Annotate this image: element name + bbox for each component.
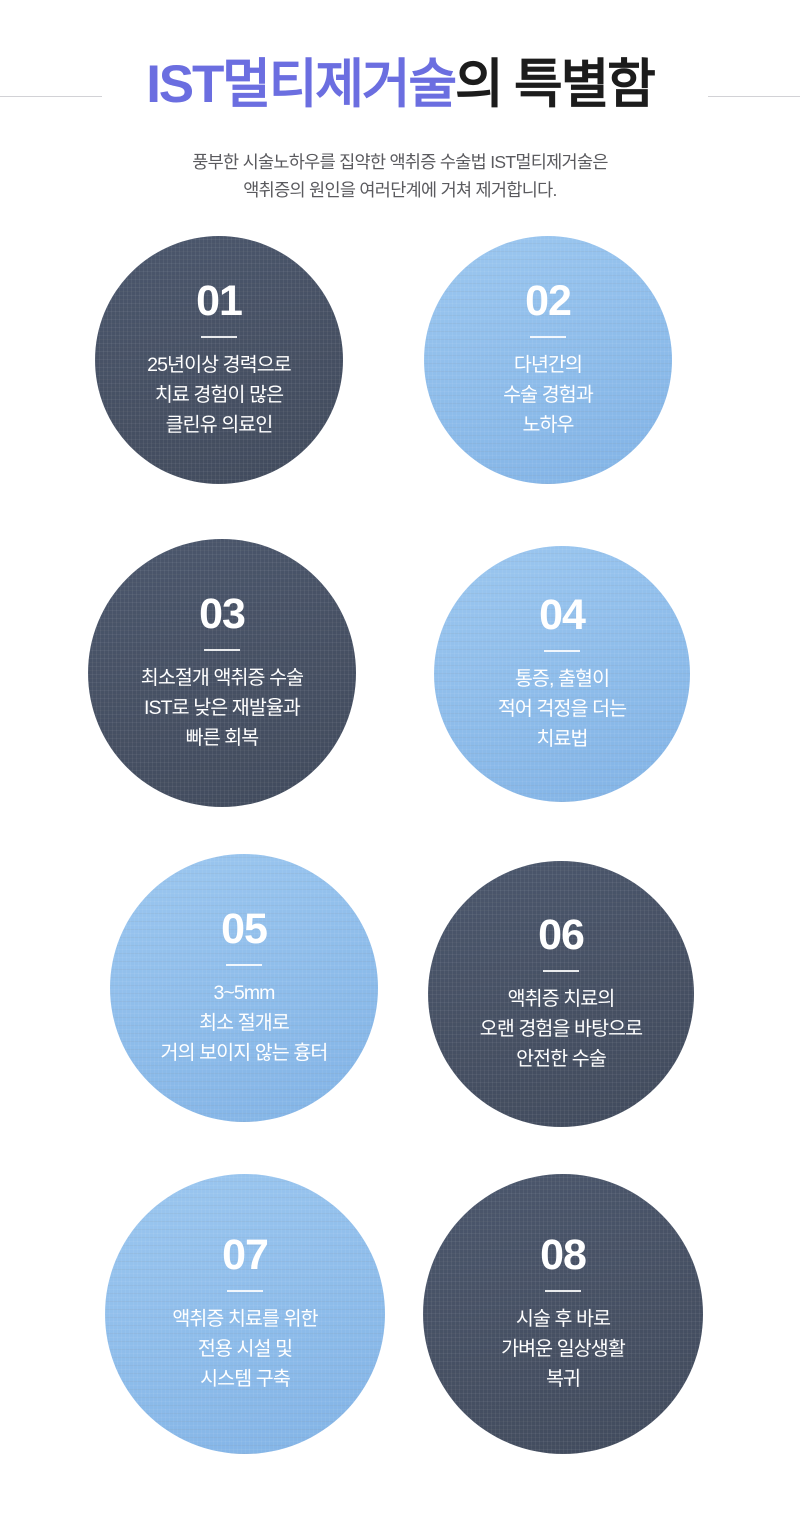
title-rule-right — [708, 96, 800, 97]
feature-text-04: 통증, 출혈이 적어 걱정을 더는 치료법 — [434, 664, 690, 754]
feature-divider-06 — [543, 970, 579, 972]
feature-text-07-line-3: 시스템 구축 — [200, 1368, 291, 1390]
feature-text-05-line-1: 3~5mm — [213, 982, 275, 1004]
feature-divider-03 — [204, 649, 240, 651]
feature-text-02: 다년간의 수술 경험과 노하우 — [424, 350, 672, 440]
feature-divider-02 — [530, 336, 566, 338]
feature-number-08: 08 — [540, 1231, 587, 1279]
feature-text-06-line-1: 액취증 치료의 — [507, 988, 616, 1010]
feature-circle-08: 08 시술 후 바로 가벼운 일상생활 복귀 — [423, 1174, 703, 1454]
feature-divider-01 — [201, 336, 237, 338]
feature-text-05-line-2: 최소 절개로 — [199, 1012, 290, 1034]
feature-text-01-line-3: 클린유 의료인 — [165, 414, 274, 436]
feature-text-06-line-2: 오랜 경험을 바탕으로 — [479, 1018, 643, 1040]
feature-text-04-line-3: 치료법 — [536, 728, 588, 750]
feature-text-02-line-1: 다년간의 — [513, 354, 583, 376]
feature-circle-grid: 01 25년이상 경력으로 치료 경험이 많은 클린유 의료인 02 다년간의 … — [0, 226, 800, 1476]
feature-circle-07: 07 액취증 치료를 위한 전용 시설 및 시스템 구축 — [105, 1174, 385, 1454]
feature-text-06-line-3: 안전한 수술 — [516, 1048, 607, 1070]
feature-text-08-line-1: 시술 후 바로 — [515, 1308, 611, 1330]
feature-number-06: 06 — [538, 911, 585, 959]
feature-number-01: 01 — [196, 277, 243, 325]
feature-text-07: 액취증 치료를 위한 전용 시설 및 시스템 구축 — [105, 1304, 385, 1394]
page-title-plain: 의 특별함 — [454, 55, 656, 114]
feature-text-03-line-2: IST로 낮은 재발율과 — [144, 697, 301, 719]
title-rule-left — [0, 96, 102, 97]
feature-text-02-line-2: 수술 경험과 — [503, 384, 594, 406]
feature-text-04-line-2: 적어 걱정을 더는 — [497, 698, 627, 720]
feature-number-02: 02 — [525, 277, 572, 325]
feature-divider-04 — [544, 650, 580, 652]
page-subtitle-line-2: 액취증의 원인을 여러단계에 거쳐 제거합니다. — [243, 180, 557, 200]
feature-number-05: 05 — [221, 905, 268, 953]
feature-text-03-line-1: 최소절개 액취증 수술 — [140, 667, 304, 689]
feature-circle-03: 03 최소절개 액취증 수술 IST로 낮은 재발율과 빠른 회복 — [88, 539, 356, 807]
feature-text-04-line-1: 통증, 출혈이 — [514, 668, 610, 690]
feature-text-02-line-3: 노하우 — [522, 414, 574, 436]
feature-circle-05: 05 3~5mm 최소 절개로 거의 보이지 않는 흉터 — [110, 854, 378, 1122]
feature-circle-04: 04 통증, 출혈이 적어 걱정을 더는 치료법 — [434, 546, 690, 802]
page-title: IST멀티제거술의 특별함 — [146, 48, 656, 122]
feature-text-07-line-1: 액취증 치료를 위한 — [172, 1308, 318, 1330]
feature-circle-02: 02 다년간의 수술 경험과 노하우 — [424, 236, 672, 484]
feature-text-08-line-3: 복귀 — [545, 1368, 581, 1390]
feature-text-08: 시술 후 바로 가벼운 일상생활 복귀 — [423, 1304, 703, 1394]
feature-divider-05 — [226, 964, 262, 966]
feature-text-03: 최소절개 액취증 수술 IST로 낮은 재발율과 빠른 회복 — [88, 663, 356, 753]
feature-text-06: 액취증 치료의 오랜 경험을 바탕으로 안전한 수술 — [428, 984, 694, 1074]
feature-text-03-line-3: 빠른 회복 — [185, 727, 260, 749]
feature-text-08-line-2: 가벼운 일상생활 — [501, 1338, 626, 1360]
page-title-accent: IST멀티제거술 — [146, 55, 457, 114]
feature-divider-07 — [227, 1290, 263, 1292]
title-row: IST멀티제거술의 특별함 — [0, 48, 800, 122]
page-subtitle-line-1: 풍부한 시술노하우를 집약한 액취증 수술법 IST멀티제거술은 — [192, 152, 608, 172]
page-subtitle: 풍부한 시술노하우를 집약한 액취증 수술법 IST멀티제거술은 액취증의 원인… — [0, 148, 800, 204]
feature-text-01: 25년이상 경력으로 치료 경험이 많은 클린유 의료인 — [95, 350, 343, 440]
feature-text-07-line-2: 전용 시설 및 — [197, 1338, 293, 1360]
feature-number-03: 03 — [199, 590, 246, 638]
feature-text-05: 3~5mm 최소 절개로 거의 보이지 않는 흉터 — [110, 978, 378, 1068]
feature-text-01-line-2: 치료 경험이 많은 — [154, 384, 284, 406]
feature-number-04: 04 — [539, 591, 586, 639]
feature-text-05-line-3: 거의 보이지 않는 흉터 — [160, 1042, 329, 1064]
feature-text-01-line-1: 25년이상 경력으로 — [147, 354, 292, 376]
feature-divider-08 — [545, 1290, 581, 1292]
feature-circle-01: 01 25년이상 경력으로 치료 경험이 많은 클린유 의료인 — [95, 236, 343, 484]
header: IST멀티제거술의 특별함 풍부한 시술노하우를 집약한 액취증 수술법 IST… — [0, 0, 800, 204]
feature-circle-06: 06 액취증 치료의 오랜 경험을 바탕으로 안전한 수술 — [428, 861, 694, 1127]
feature-number-07: 07 — [222, 1231, 269, 1279]
